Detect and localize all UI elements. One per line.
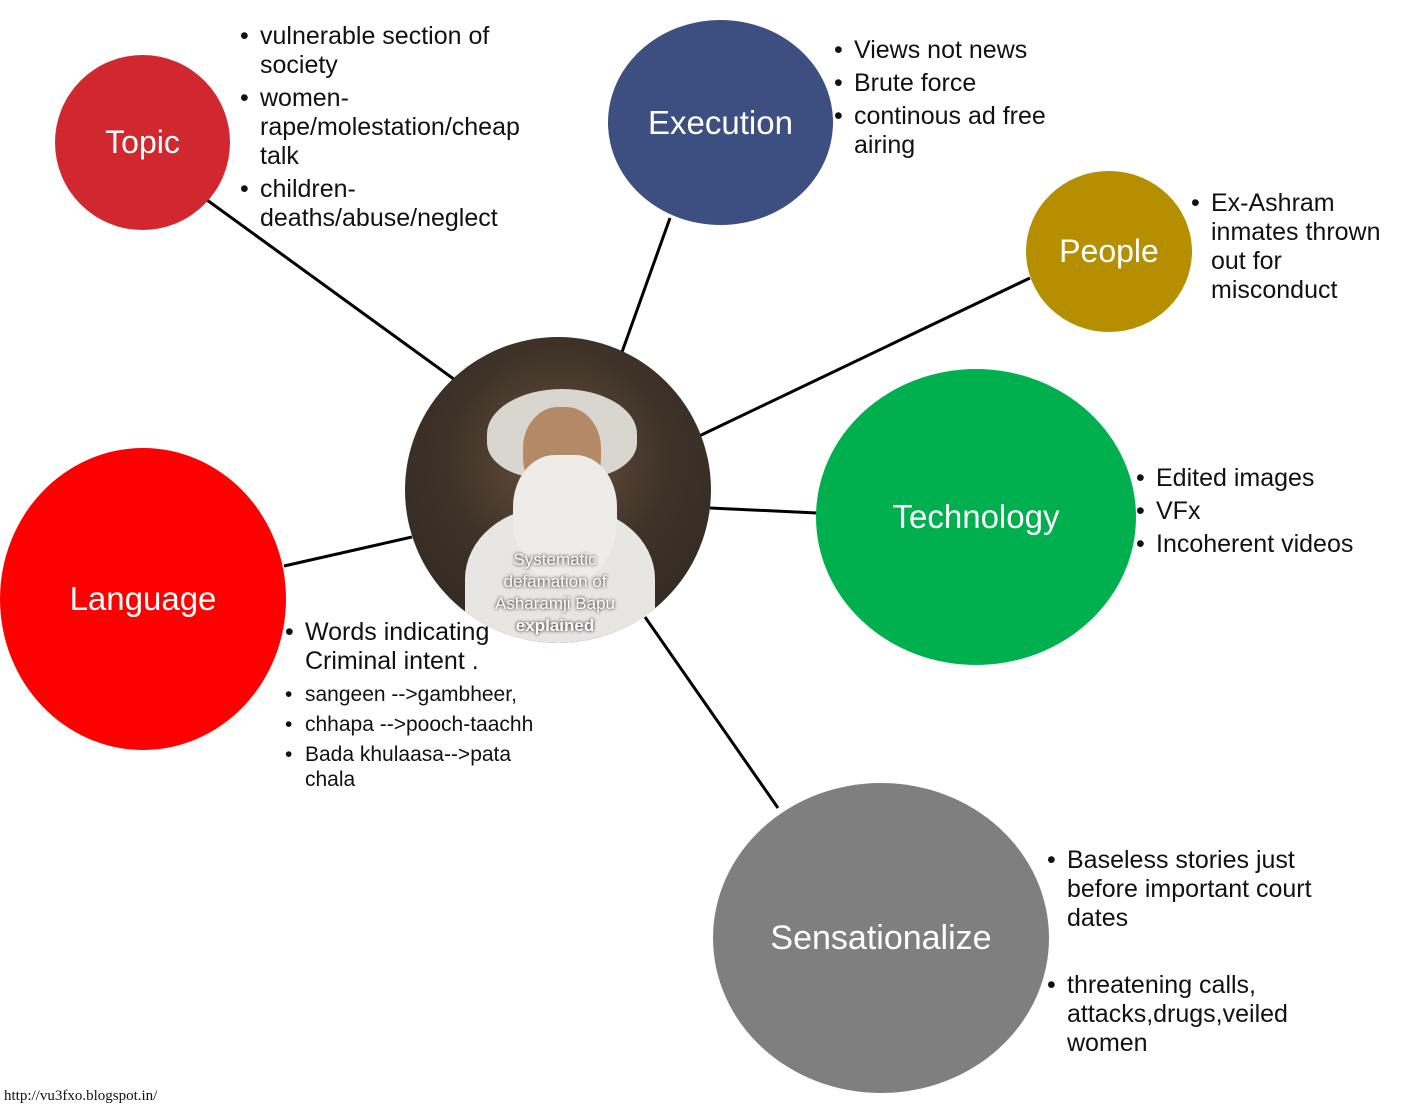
topic-bullet-2: women-rape/molestation/cheap talk	[240, 84, 550, 171]
link-technology	[709, 506, 818, 515]
sensationalize-bullets: Baseless stories just before important c…	[1047, 846, 1337, 1058]
execution-bullet-1: Views not news	[834, 36, 1074, 65]
caption-line-2: defamation of	[503, 572, 607, 591]
language-sub-bullet-2: chhapa -->pooch-taachh	[285, 712, 565, 737]
technology-bullet-1: Edited images	[1136, 464, 1386, 493]
link-people	[694, 276, 1031, 440]
center-photo-node: Systematic defamation of Asharamji Bapu …	[405, 337, 711, 643]
language-bullet-1: Words indicating Criminal intent .	[285, 618, 525, 676]
link-execution	[615, 217, 672, 367]
execution-bullets: Views not news Brute force continous ad …	[834, 36, 1074, 160]
center-caption: Systematic defamation of Asharamji Bapu …	[475, 549, 635, 637]
execution-bullet-2: Brute force	[834, 69, 1074, 98]
language-sub-bullet-1: sangeen -->gambheer,	[285, 682, 565, 707]
topic-bullet-3: children-deaths/abuse/neglect	[240, 175, 550, 233]
technology-bullets: Edited images VFx Incoherent videos	[1136, 464, 1386, 559]
sensationalize-bullet-2: threatening calls, attacks,drugs,veiled …	[1047, 971, 1337, 1058]
execution-node: Execution	[608, 20, 833, 225]
technology-node: Technology	[816, 369, 1136, 665]
execution-label: Execution	[648, 103, 793, 141]
topic-node: Topic	[55, 55, 230, 230]
sensationalize-bullet-1: Baseless stories just before important c…	[1047, 846, 1337, 933]
technology-bullet-2: VFx	[1136, 497, 1386, 526]
people-label: People	[1059, 233, 1159, 269]
caption-bold: explained	[515, 616, 595, 635]
topic-bullet-1: vulnerable section of society	[240, 22, 550, 80]
language-sub-bullets: sangeen -->gambheer, chhapa -->pooch-taa…	[285, 682, 565, 792]
language-node: Language	[0, 448, 286, 750]
execution-bullet-3: continous ad free airing	[834, 102, 1074, 160]
language-sub-bullet-3: Bada khulaasa-->pata chala	[285, 742, 565, 792]
sensationalize-node: Sensationalize	[713, 783, 1049, 1093]
people-bullets: Ex-Ashram inmates thrown out for miscond…	[1191, 189, 1391, 305]
sensationalize-label: Sensationalize	[770, 918, 992, 957]
topic-bullets: vulnerable section of society women-rape…	[240, 22, 550, 233]
language-label: Language	[69, 580, 217, 617]
language-main-bullets: Words indicating Criminal intent .	[285, 618, 525, 676]
portrait-beard	[513, 455, 617, 585]
topic-label: Topic	[105, 124, 180, 160]
people-node: People	[1026, 171, 1192, 332]
technology-bullet-3: Incoherent videos	[1136, 530, 1386, 559]
footer-url: http://vu3fxo.blogspot.in/	[4, 1088, 158, 1104]
caption-line-3: Asharamji Bapu	[494, 594, 615, 613]
people-bullet-1: Ex-Ashram inmates thrown out for miscond…	[1191, 189, 1391, 305]
link-language	[283, 535, 413, 568]
technology-label: Technology	[892, 498, 1060, 535]
link-sensationalize	[643, 616, 780, 809]
caption-line-1: Systematic	[513, 550, 597, 569]
